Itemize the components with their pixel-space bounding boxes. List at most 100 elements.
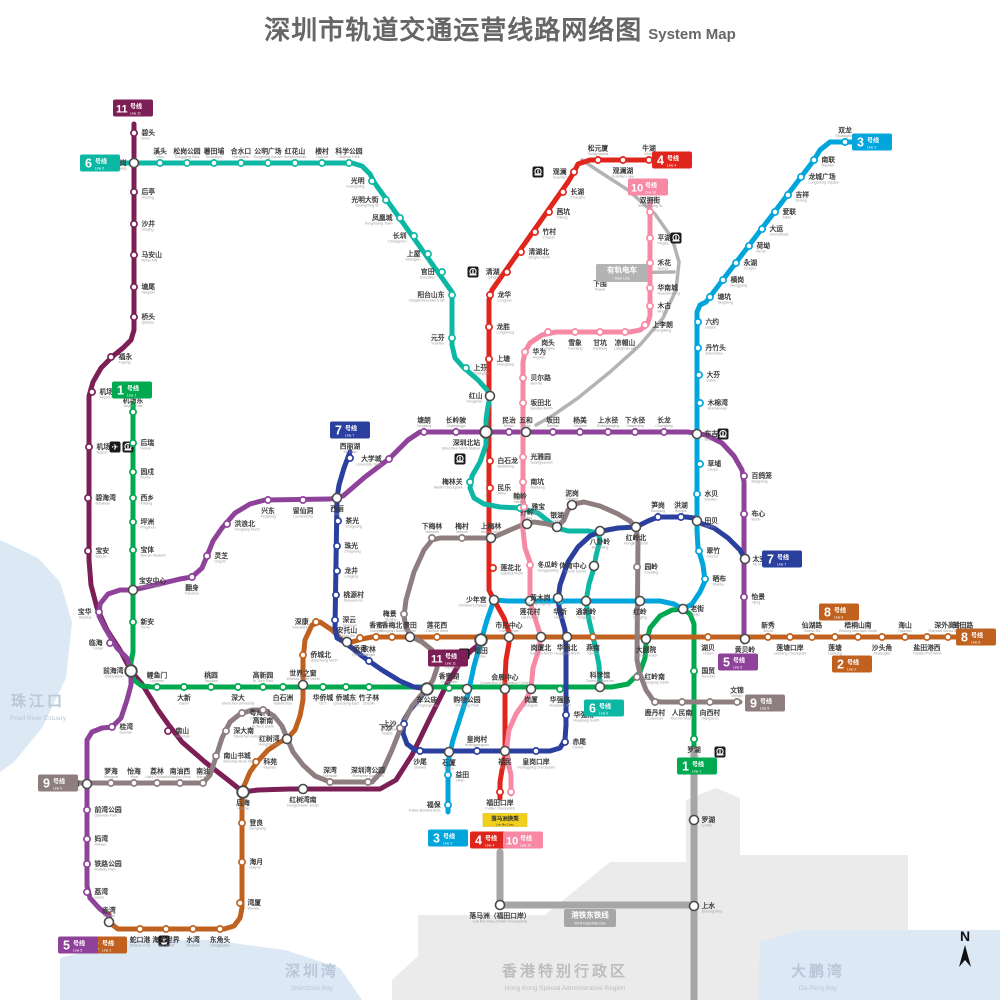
station-name-en: Airport North <box>100 396 120 400</box>
station-name-en: Longcheng Square <box>809 181 839 185</box>
station-name-zh: 莲花西 <box>427 621 448 630</box>
station-marker <box>690 667 698 675</box>
station-name-zh: 科学公园 <box>335 147 362 156</box>
station-marker <box>203 552 211 560</box>
station-name-en: Shangtang <box>497 363 514 367</box>
station-name-zh: 大新 <box>177 693 191 702</box>
station-marker <box>532 747 540 755</box>
station-marker <box>216 925 224 933</box>
station-name-en: Antuo Hill <box>339 634 355 638</box>
station-marker <box>677 603 689 615</box>
svg-text:号线: 号线 <box>645 182 657 190</box>
station-name-zh: 长圳 <box>393 231 407 240</box>
station-name-zh: 高新南 <box>253 716 274 725</box>
station-marker <box>388 633 396 641</box>
station-name-en: Shangwu <box>406 258 421 262</box>
station-marker <box>479 425 493 439</box>
station-name-zh: 科苑 <box>264 757 278 766</box>
station-name-zh: 龙华 <box>497 290 512 299</box>
station-marker <box>473 747 481 755</box>
station-name-zh: 深大南 <box>234 726 255 735</box>
station-name-zh: 宝华 <box>78 607 92 616</box>
station-name-en: He'ao <box>757 250 766 254</box>
station-name-en: Nanshan Book Mall <box>224 760 255 764</box>
svg-text:11: 11 <box>116 104 128 116</box>
station-marker <box>633 563 641 571</box>
station-name-en: Nanyou West <box>169 775 191 779</box>
station-name-zh: 向西村 <box>700 708 721 717</box>
station-marker <box>519 453 527 461</box>
station-name-en: Xiashuijing <box>626 424 643 428</box>
station-name-zh: 固戍 <box>141 467 155 476</box>
station-marker <box>808 633 816 641</box>
station-marker <box>124 664 138 678</box>
station-name-zh: 文锦 <box>729 686 744 695</box>
station-name-zh: 清湖 <box>486 267 500 276</box>
svg-text:号线: 号线 <box>520 835 532 843</box>
compass-north: N <box>959 928 971 967</box>
station-name-zh: 华强北 <box>557 643 578 652</box>
svg-text:8: 8 <box>824 606 831 620</box>
station-marker <box>259 683 267 691</box>
station-marker <box>524 595 536 607</box>
svg-text:10: 10 <box>631 183 643 195</box>
station-name-zh: 塘尾 <box>142 282 156 291</box>
station-name-en: Tangkeng <box>718 301 734 305</box>
station-marker <box>88 388 96 396</box>
station-name-zh: 坂田北 <box>531 398 552 407</box>
station-name-zh: 仙湖路 <box>802 621 823 630</box>
station-name-zh: 牛湖 <box>642 144 656 153</box>
station-marker <box>326 778 334 786</box>
station-name-zh: 竹村 <box>542 227 557 236</box>
station-name-zh: 下沙 <box>379 724 393 732</box>
station-name-en: Wenjin <box>732 694 743 698</box>
station-name-zh: 长湖 <box>571 187 585 196</box>
svg-text:6: 6 <box>589 702 596 716</box>
station-name-zh: 机场北 <box>100 387 121 396</box>
station-marker <box>130 220 138 228</box>
station-name-en: Shenzhen Bay Park <box>352 774 384 778</box>
station-name-zh: 石厦 <box>441 758 456 767</box>
station-name-zh: 上芬 <box>474 363 488 372</box>
station-marker <box>520 503 528 511</box>
svg-text:Hong Kong Special Administrati: Hong Kong Special Administrative Region <box>505 985 626 992</box>
station-name-zh: 大剧院 <box>636 645 657 654</box>
station-marker <box>944 633 952 641</box>
station-marker <box>691 515 703 527</box>
svg-text:号线: 号线 <box>971 632 983 640</box>
title-en: System Map <box>648 26 736 43</box>
station-marker <box>571 328 579 336</box>
station-name-zh: 翰岭 <box>513 492 527 501</box>
station-name-en: Hanling <box>514 500 526 504</box>
